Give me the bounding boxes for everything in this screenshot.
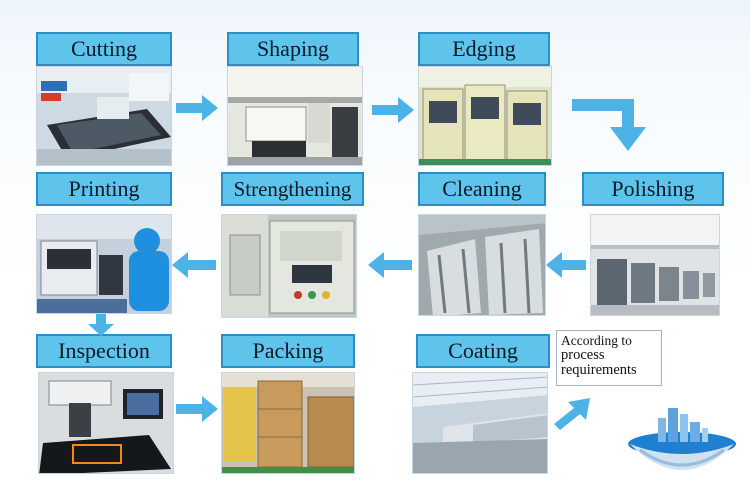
strengthening-furnace-image xyxy=(222,215,356,317)
packing-boxes-image xyxy=(222,373,354,473)
step-label-polishing: Polishing xyxy=(582,172,724,206)
polishing-line-image xyxy=(591,215,719,315)
photo-strengthening xyxy=(221,214,357,318)
up-right-arrow-icon xyxy=(554,398,590,430)
step-label-edging: Edging xyxy=(418,32,550,66)
step-label-cutting: Cutting xyxy=(36,32,172,66)
photo-cleaning xyxy=(418,214,546,316)
right-arrow-icon xyxy=(176,95,218,121)
left-arrow-icon xyxy=(172,252,216,278)
step-label-shaping: Shaping xyxy=(227,32,359,66)
down-arrow-icon xyxy=(88,314,114,336)
step-label-packing: Packing xyxy=(221,334,355,368)
right-arrow-icon xyxy=(372,97,414,123)
photo-inspection xyxy=(38,372,174,474)
edging-machine-image xyxy=(419,67,551,165)
left-arrow-icon xyxy=(546,252,586,278)
process-requirements-note: According to process requirements xyxy=(556,330,662,386)
coating-line-image xyxy=(413,373,547,473)
step-label-printing: Printing xyxy=(36,172,172,206)
cutting-machine-image xyxy=(37,67,171,165)
photo-cutting xyxy=(36,66,172,166)
note-line-3: requirements xyxy=(561,362,637,378)
photo-coating xyxy=(412,372,548,474)
right-arrow-icon xyxy=(176,396,218,422)
photo-edging xyxy=(418,66,552,166)
note-line-1: According to xyxy=(561,333,632,348)
photo-packing xyxy=(221,372,355,474)
photo-printing xyxy=(36,214,172,314)
note-line-2: process xyxy=(561,347,605,363)
bent-down-arrow-icon xyxy=(572,99,646,151)
photo-shaping xyxy=(227,66,363,166)
step-label-coating: Coating xyxy=(416,334,550,368)
shaping-machine-image xyxy=(228,67,362,165)
inspection-instrument-image xyxy=(39,373,173,473)
city-globe-icon xyxy=(628,408,736,470)
step-label-strengthening: Strengthening xyxy=(221,172,364,206)
step-label-inspection: Inspection xyxy=(36,334,172,368)
photo-polishing xyxy=(590,214,720,316)
step-label-cleaning: Cleaning xyxy=(418,172,546,206)
printing-machine-image xyxy=(37,215,171,313)
left-arrow-icon xyxy=(368,252,412,278)
cleaning-machine-image xyxy=(419,215,545,315)
